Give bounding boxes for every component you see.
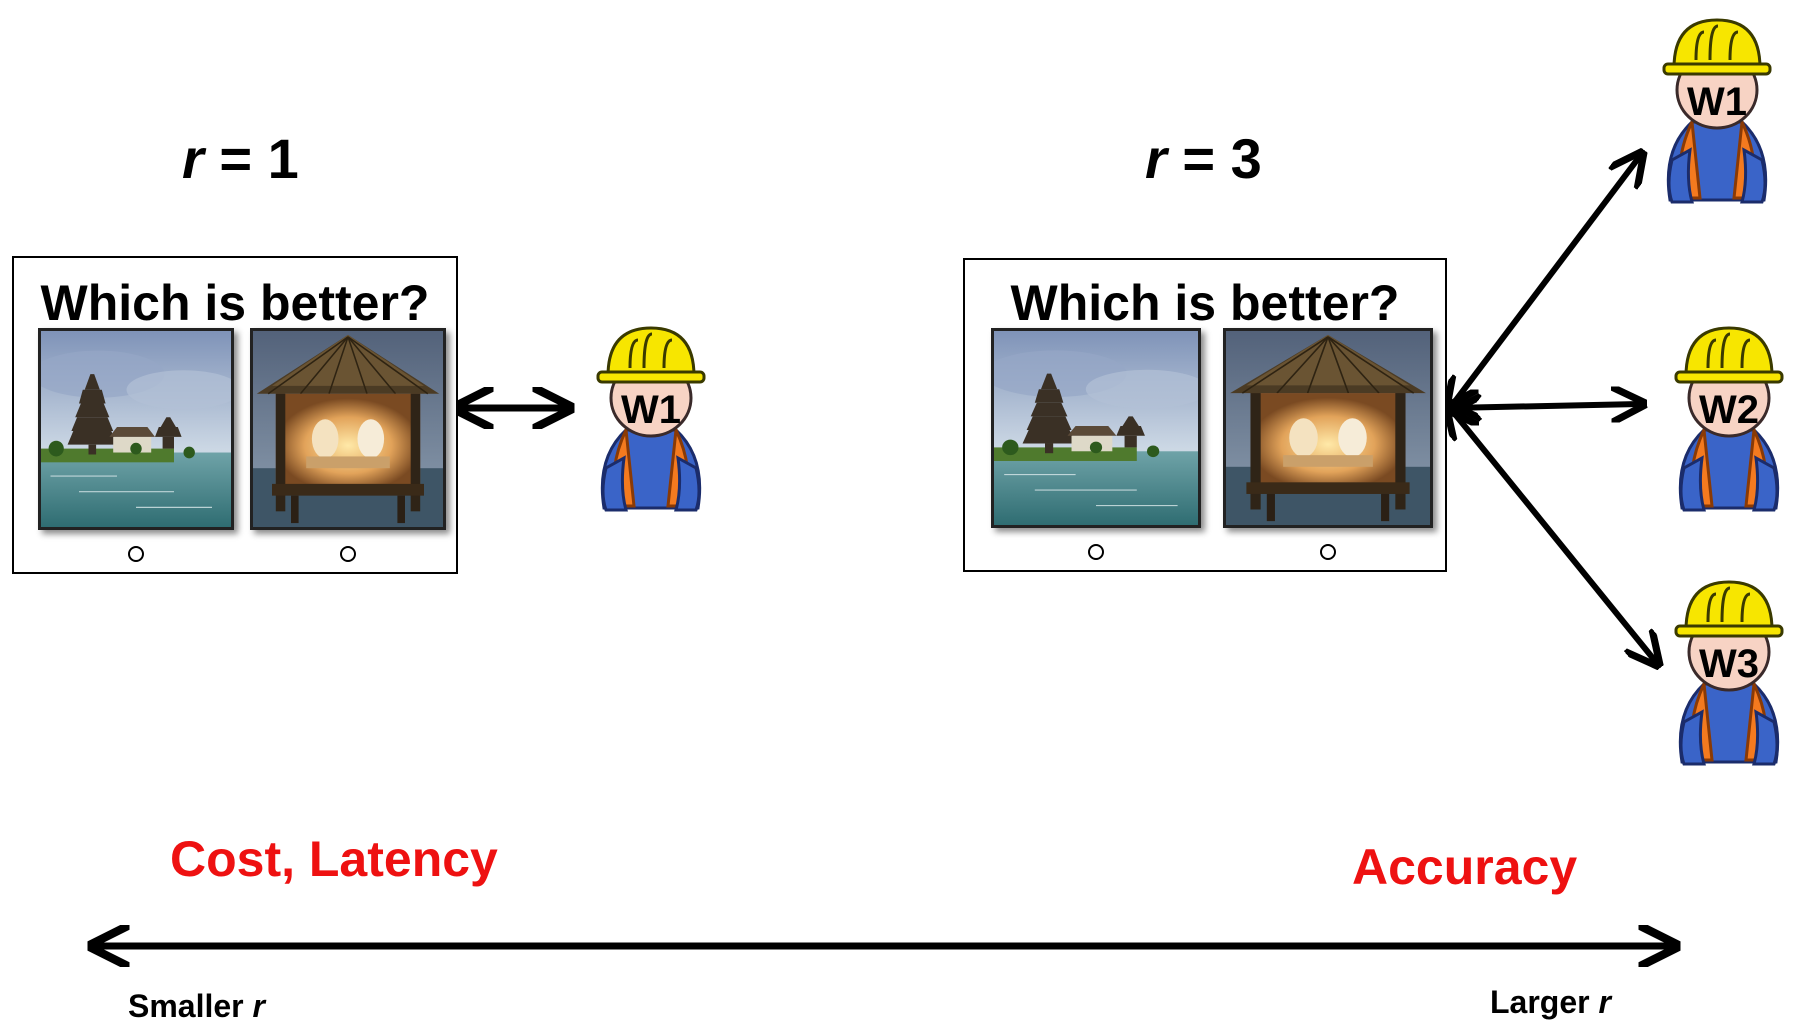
left-r-label: r = 1 <box>182 127 299 190</box>
right-task-box: Which is better? <box>963 258 1447 572</box>
left-task-question: Which is better? <box>40 275 430 331</box>
arrow-to-w3 <box>1450 408 1656 662</box>
arrow-to-w2 <box>1450 404 1640 408</box>
thatched-hut-dinner-image <box>1226 331 1430 525</box>
left-radio-a[interactable] <box>128 546 144 562</box>
right-r-label: r = 3 <box>1145 127 1262 190</box>
right-worker-2: W2 <box>1664 318 1794 518</box>
right-worker-3: W3 <box>1664 572 1794 772</box>
accuracy-label: Accuracy <box>1352 839 1578 895</box>
thatched-hut-dinner-image <box>253 331 443 527</box>
left-worker-label: W1 <box>621 388 681 432</box>
right-image-a[interactable] <box>991 328 1201 528</box>
cost-latency-label: Cost, Latency <box>170 831 498 887</box>
right-task-question: Which is better? <box>1010 275 1400 331</box>
right-worker-1: W1 <box>1652 10 1782 210</box>
pagoda-lake-image <box>41 331 231 527</box>
left-image-a[interactable] <box>38 328 234 530</box>
smaller-r-label: Smaller r <box>128 988 265 1024</box>
larger-r-label: Larger r <box>1490 984 1611 1020</box>
pagoda-lake-image <box>994 331 1198 525</box>
right-worker-2-label: W2 <box>1699 388 1759 432</box>
right-radio-a[interactable] <box>1088 544 1104 560</box>
right-radio-b[interactable] <box>1320 544 1336 560</box>
left-worker: W1 <box>586 318 716 518</box>
right-worker-1-label: W1 <box>1687 80 1747 124</box>
right-worker-3-label: W3 <box>1699 642 1759 686</box>
right-image-b[interactable] <box>1223 328 1433 528</box>
left-task-box: Which is better? <box>12 256 458 574</box>
arrow-to-w1 <box>1450 156 1640 408</box>
left-image-b[interactable] <box>250 328 446 530</box>
left-radio-b[interactable] <box>340 546 356 562</box>
